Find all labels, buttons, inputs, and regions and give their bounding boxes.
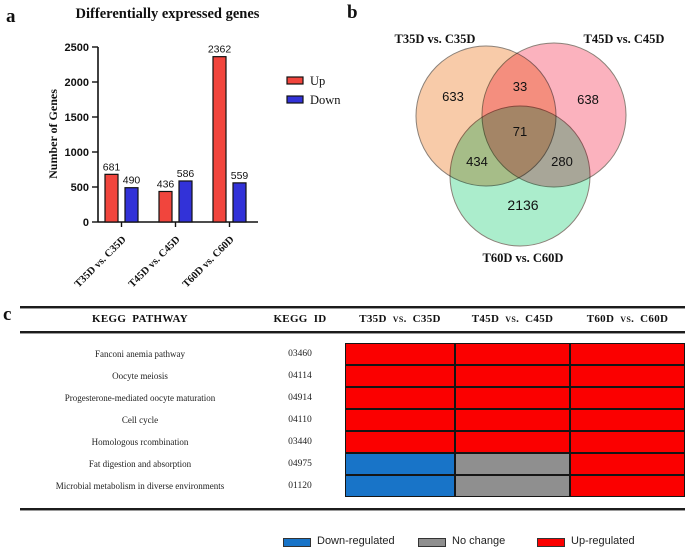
pathway-name: Progesterone-mediated oocyte maturation <box>64 393 216 403</box>
y-tick-label: 0 <box>83 217 89 229</box>
bar-value-label: 490 <box>123 175 141 187</box>
heatmap-cell-up <box>455 365 570 387</box>
venn-set-label: T45D vs. C45D <box>584 32 665 46</box>
pathway-name: Fanconi anemia pathway <box>95 349 185 359</box>
heatmap-cell-up <box>345 431 455 453</box>
y-tick-label: 500 <box>71 182 89 194</box>
heatmap-cell-up <box>570 431 685 453</box>
venn-circle-3 <box>449 105 591 247</box>
bar-up <box>212 56 227 223</box>
venn-count-a_only: 633 <box>442 89 464 104</box>
venn-set-label: T35D vs. C35D <box>395 32 476 46</box>
y-tick-label: 2500 <box>65 42 89 54</box>
header-comparison-1: T35D vs. C35D <box>359 313 441 325</box>
bar-down <box>232 182 247 223</box>
venn-count-b_only: 638 <box>577 92 599 107</box>
venn-diagram: T35D vs. C35D T45D vs. C45D T60D vs. C60D 6… <box>395 32 665 265</box>
legend-label: Down-regulated <box>317 535 395 547</box>
heatmap-cell-up <box>570 409 685 431</box>
heatmap-cell-up <box>455 343 570 365</box>
legend-label: Up <box>310 74 325 88</box>
venn-count-abc: 71 <box>513 124 527 139</box>
bar-chart-title: Differentially expressed genes <box>75 6 260 22</box>
bar-value-label: 559 <box>231 170 249 182</box>
heatmap-cell-up <box>345 365 455 387</box>
kegg-id: 01120 <box>288 481 312 491</box>
pathway-name: Fat digestion and absorption <box>88 459 192 469</box>
header-kegg-pathway: KEGG PATHWAY <box>92 313 188 325</box>
heatmap-cell-up <box>570 453 685 475</box>
venn-count-c_only: 2136 <box>507 197 538 213</box>
heatmap-cell-nochange <box>455 475 570 497</box>
header-comparison-3: T60D vs. C60D <box>586 313 669 325</box>
kegg-id: 03460 <box>288 349 312 359</box>
kegg-id: 04914 <box>288 393 312 403</box>
y-axis-title: Number of Genes <box>46 89 60 179</box>
heatmap-cell-up <box>455 387 570 409</box>
x-category-label: T45D vs. C45D <box>127 234 183 290</box>
pathway-name: Oocyte meiosis <box>112 371 168 381</box>
heatmap-cell-up <box>455 409 570 431</box>
table-top-rule <box>20 306 685 309</box>
header-kegg-id: KEGG ID <box>273 313 327 325</box>
venn-count-ac: 434 <box>466 154 488 169</box>
legend-swatch-down <box>283 538 311 547</box>
heatmap-cell-up <box>570 365 685 387</box>
heatmap-cell-up <box>345 409 455 431</box>
heatmap-cell-up <box>455 431 570 453</box>
legend-swatch-down <box>286 95 304 104</box>
pathway-name: Homologous rcombination <box>91 437 189 447</box>
kegg-id: 04114 <box>288 371 312 381</box>
heatmap-cell-down <box>345 475 455 497</box>
y-tick-label: 1000 <box>65 147 89 159</box>
legend-label: No change <box>452 535 506 547</box>
legend-label: Up-regulated <box>571 535 635 547</box>
panel-letter-b: b <box>347 2 358 23</box>
table-bottom-rule <box>20 508 685 511</box>
pathway-name: Cell cycle <box>121 415 159 425</box>
kegg-id: 03440 <box>288 437 312 447</box>
heatmap-cell-up <box>570 475 685 497</box>
header-comparison-2: T45D vs. C45D <box>471 313 554 325</box>
heatmap-cell-up <box>570 343 685 365</box>
y-tick-label: 2000 <box>65 77 89 89</box>
panel-letter-a: a <box>6 6 16 27</box>
heatmap-cell-up <box>570 387 685 409</box>
heatmap-cell-up <box>345 343 455 365</box>
x-category-label: T35D vs. C35D <box>73 234 129 290</box>
heatmap-cell-nochange <box>455 453 570 475</box>
bar-down <box>124 187 139 223</box>
bar-down <box>178 180 193 223</box>
kegg-id: 04975 <box>288 459 312 469</box>
bar-value-label: 681 <box>103 161 121 173</box>
legend-swatch-nochange <box>418 538 446 547</box>
heatmap-cell-up <box>345 387 455 409</box>
legend-swatch-up <box>286 76 304 85</box>
kegg-id: 04110 <box>288 415 312 425</box>
bar-value-label: 2362 <box>208 44 232 56</box>
venn-count-ab: 33 <box>513 79 527 94</box>
heatmap-cell-down <box>345 453 455 475</box>
x-category-label: T60D vs. C60D <box>181 234 237 290</box>
bar-value-label: 436 <box>157 178 175 190</box>
bar-up <box>104 173 119 223</box>
table-header-rule <box>20 331 685 334</box>
pathway-name: Microbial metabolism in diverse environm… <box>55 481 225 491</box>
legend-label: Down <box>310 93 341 107</box>
legend-swatch-up <box>537 538 565 547</box>
venn-set-label: T60D vs. C60D <box>483 251 564 265</box>
y-tick-label: 1500 <box>65 112 89 124</box>
venn-count-bc: 280 <box>551 154 573 169</box>
panel-letter-c: c <box>3 304 12 325</box>
bar-value-label: 586 <box>177 168 195 180</box>
bar-up <box>158 190 173 223</box>
kegg-pathway-table: KEGG PATHWAY KEGG ID T35D vs. C35D T45D vs.… <box>0 300 685 552</box>
